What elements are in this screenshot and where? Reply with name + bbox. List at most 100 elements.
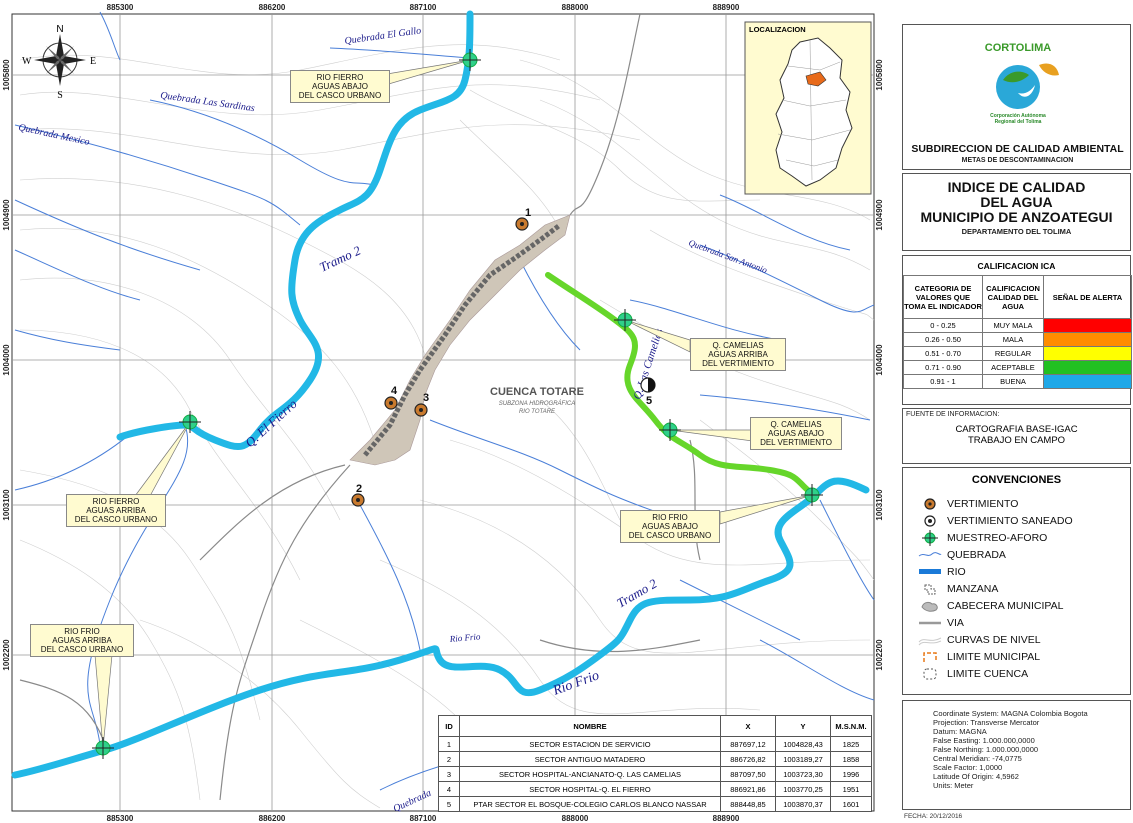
conv-item: MUESTREO-AFORO: [913, 530, 1047, 546]
proj-line: Units: Meter: [933, 781, 974, 790]
grid-top-label: 888900: [713, 3, 740, 12]
grid-left-label: 1003100: [2, 489, 11, 521]
curvas-nivel-icon: [918, 637, 942, 646]
vertimiento-saneado-icon: [924, 515, 936, 527]
table-header: M.S.N.M.: [830, 715, 872, 737]
limite-cuenca-icon: [923, 668, 937, 680]
table-cell: 2: [438, 751, 460, 767]
fuente-line1: CARTOGRAFIA BASE-IGAC: [955, 424, 1078, 435]
conv-label: CABECERA MUNICIPAL: [947, 600, 1064, 612]
proj-line: Central Meridian: -74,0775: [933, 754, 1022, 763]
title-box: INDICE DE CALIDAD DEL AGUA MUNICIPIO DE …: [902, 173, 1131, 251]
callout-line: DEL VERTIMIENTO: [760, 438, 832, 447]
callout-line: DEL CASCO URBANO: [40, 645, 124, 654]
table-cell: 1003723,30: [775, 766, 831, 782]
callout-line: RIO FRIO: [64, 627, 100, 636]
label-rio-frio-small: Rio Frio: [448, 631, 481, 644]
muestreo-aforo-icon: [92, 737, 114, 759]
table-header: Y: [775, 715, 831, 737]
callout-line: Q. CAMELIAS: [712, 341, 764, 350]
conv-label: LIMITE CUENCA: [947, 668, 1029, 680]
limite-municipal-icon: [923, 652, 937, 662]
discharge-points: [351, 217, 656, 507]
conv-item: QUEBRADA: [913, 547, 1006, 563]
ica-swatch: [1043, 346, 1132, 361]
muestreo-aforo-icon: [659, 419, 681, 441]
point-label-3: 3: [423, 392, 429, 404]
compass-rose: N S E W: [22, 24, 96, 101]
table-header: NOMBRE: [459, 715, 721, 737]
table-cell: 1951: [830, 781, 872, 797]
callout-line: RIO FIERRO: [92, 497, 140, 506]
conventions-title: CONVENCIONES: [971, 474, 1062, 486]
grid-right-label: 1002200: [875, 639, 884, 671]
ica-header: SEÑAL DE ALERTA: [1043, 275, 1132, 319]
table-cell: 1: [438, 736, 460, 752]
fuente-box: FUENTE DE INFORMACION: CARTOGRAFIA BASE-…: [902, 408, 1131, 464]
muestreo-aforo-icon: [459, 49, 481, 71]
conv-label: VERTIMIENTO: [947, 498, 1019, 510]
ica-row: 0 - 0.25 MUY MALA: [903, 318, 1132, 333]
proj-line: Scale Factor: 1,0000: [933, 763, 1003, 772]
proj-line: Latitude Of Origin: 4,5962: [933, 772, 1019, 781]
fuente-label: FUENTE DE INFORMACION:: [906, 411, 1000, 418]
grid-bottom-label: 885300: [107, 814, 134, 823]
conv-item: VIA: [913, 615, 964, 631]
logo-sub2: Regional del Tolima: [995, 119, 1042, 125]
manzanas: [363, 223, 562, 457]
rio-frio-river: [11, 477, 870, 779]
title-line1: INDICE DE CALIDAD: [947, 179, 1086, 195]
ica-title: CALIFICACION ICA: [977, 261, 1056, 271]
conv-label: MUESTREO-AFORO: [947, 532, 1048, 544]
ica-range: 0.91 - 1: [903, 374, 983, 389]
quebrada-las-sardinas-line: [149, 99, 376, 186]
grid-right-label: 1003100: [875, 489, 884, 521]
conv-label: VIA: [947, 617, 964, 629]
muestreo-aforo-icon: [179, 411, 201, 433]
vertimiento-icon: [924, 498, 936, 510]
callout-line: AGUAS ABAJO: [767, 429, 825, 438]
grid-bottom-label: 887100: [410, 814, 437, 823]
muestreo-aforo-icon: [614, 309, 636, 331]
conv-label: RIO: [947, 566, 966, 578]
callout-fierro-abajo: RIO FIERRO AGUAS ABAJO DEL CASCO URBANO: [290, 70, 390, 103]
inset-highlight: [805, 71, 827, 87]
proj-line: False Northing: 1.000.000,0000: [933, 745, 1039, 754]
sampling-sites-table: ID NOMBRE X Y M.S.N.M. 1 SECTOR ESTACION…: [438, 715, 872, 812]
conv-item: VERTIMIENTO: [913, 496, 1018, 512]
conv-item: VERTIMIENTO SANEADO: [913, 513, 1073, 529]
rio-fierro-river: [116, 10, 474, 450]
ica-row: 0.91 - 1 BUENA: [903, 374, 1132, 389]
conv-item: CURVAS DE NIVEL: [913, 632, 1041, 648]
fecha: FECHA: 20/12/2016: [904, 813, 963, 820]
ica-label: MUY MALA: [982, 318, 1044, 333]
table-cell: 1601: [830, 796, 872, 812]
table-row: 5 PTAR SECTOR EL BOSQUE-COLEGIO CARLOS B…: [438, 796, 872, 812]
proj-line: False Easting: 1.000.000,0000: [933, 736, 1035, 745]
map-canvas[interactable]: 885300 886200 887100 888000 888900 88530…: [0, 0, 900, 823]
table-row: 4 SECTOR HOSPITAL-Q. EL FIERRO 886921,86…: [438, 781, 872, 797]
table-cell: SECTOR HOSPITAL-Q. EL FIERRO: [459, 781, 721, 797]
ica-label: ACEPTABLE: [982, 360, 1044, 375]
map-frame: [11, 13, 875, 812]
basin-label: CUENCA TOTARE SUBZONA HIDROGRÁFICA RIO T…: [490, 386, 584, 415]
roads: [19, 13, 701, 801]
table-cell: 1825: [830, 736, 872, 752]
point-label-5: 5: [646, 395, 652, 407]
table-row: 2 SECTOR ANTIGUO MATADERO 886726,82 1003…: [438, 751, 872, 767]
vertimiento-icon: [515, 217, 529, 231]
grid-left-label: 1005800: [2, 59, 11, 91]
callout-line: AGUAS ABAJO: [641, 522, 699, 531]
table-cell: SECTOR HOSPITAL-ANCIANATO-Q. LAS CAMELIA…: [459, 766, 721, 782]
ica-row: 0.51 - 0.70 REGULAR: [903, 346, 1132, 361]
grid-right-label: 1005800: [875, 59, 884, 91]
vertimiento-icon: [351, 493, 365, 507]
ica-range: 0.51 - 0.70: [903, 346, 983, 361]
table-header: ID: [438, 715, 460, 737]
muestreo-aforo-icon: [801, 484, 823, 506]
table-cell: 1003770,25: [775, 781, 831, 797]
rio-icon: [919, 569, 941, 574]
ica-header: CATEGORIA DE VALORES QUE TOMA EL INDICAD…: [903, 275, 983, 319]
callout-line: AGUAS ABAJO: [311, 82, 369, 91]
grid-top-label: 887100: [410, 3, 437, 12]
